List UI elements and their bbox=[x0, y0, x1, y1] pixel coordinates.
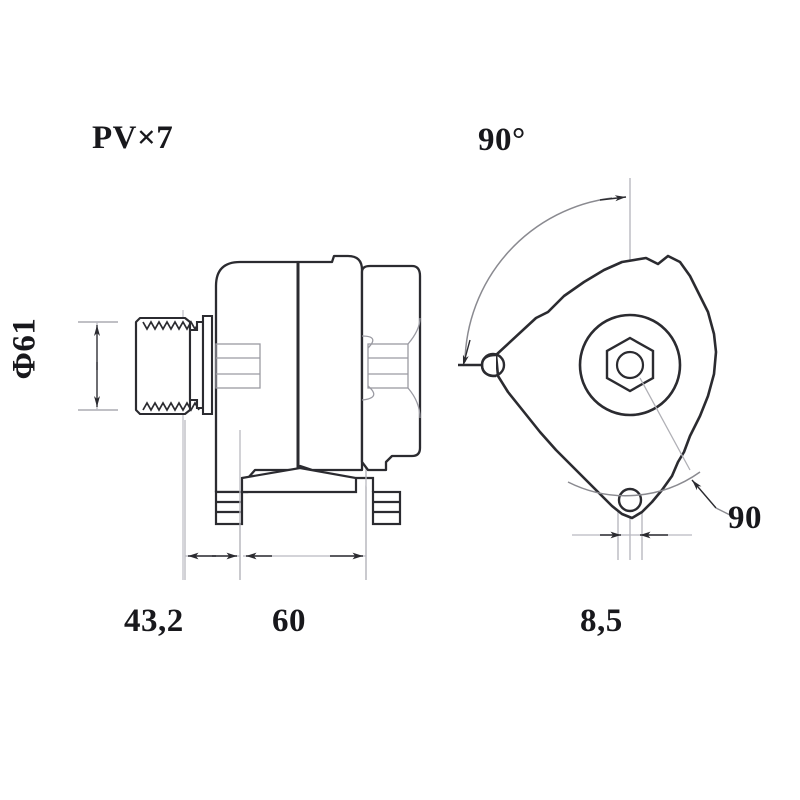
label-dim-8-5: 8,5 bbox=[580, 603, 623, 639]
mounting-foot-rear bbox=[356, 476, 402, 526]
v-ribbed-pulley bbox=[134, 316, 192, 416]
internal-hidden-lines-rear bbox=[361, 317, 421, 419]
label-angle-top: 90° bbox=[478, 122, 526, 158]
label-pulley-diameter: Φ61 bbox=[6, 317, 43, 380]
angle-arc-lower bbox=[567, 377, 737, 519]
side-elevation-view bbox=[134, 254, 422, 580]
label-angle-bottom: 90 bbox=[728, 500, 762, 536]
housing-underside bbox=[240, 466, 358, 494]
internal-hidden-lines-front bbox=[215, 343, 261, 389]
pulley-grooves-top bbox=[142, 320, 200, 331]
pulley-hub-spacer bbox=[188, 314, 214, 416]
label-pulley-spec: PV×7 bbox=[92, 120, 174, 156]
mounting-ear-hole-left bbox=[480, 352, 506, 378]
mounting-hole-bottom bbox=[617, 487, 643, 513]
angle-arc-upper bbox=[462, 195, 627, 367]
dimension-phi61 bbox=[78, 321, 118, 411]
dimension-lengths-bottom bbox=[184, 420, 367, 580]
rear-cover bbox=[360, 264, 422, 472]
slip-ring-end-housing bbox=[296, 254, 364, 472]
pulley-grooves-bottom bbox=[142, 401, 200, 412]
shaft-bore bbox=[615, 350, 645, 380]
end-elevation-view bbox=[458, 178, 737, 560]
housing-outline bbox=[494, 254, 718, 520]
center-hub-circle bbox=[578, 313, 682, 417]
label-dim-43-2: 43,2 bbox=[124, 603, 184, 639]
label-dim-60: 60 bbox=[272, 603, 306, 639]
drive-end-housing bbox=[214, 260, 300, 494]
mounting-foot-front bbox=[214, 490, 244, 526]
